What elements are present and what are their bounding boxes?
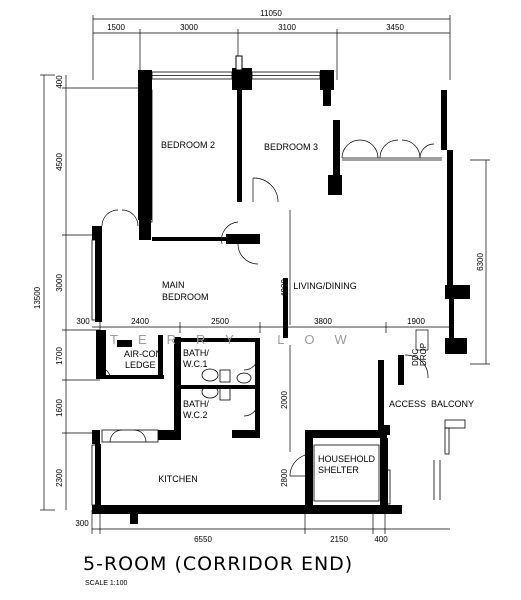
dim-left-2: 4500 [55, 153, 64, 171]
dim-left-5: 1600 [55, 399, 64, 417]
dim-mid-3: 2500 [211, 317, 229, 326]
dim-overall-height: 13500 [33, 286, 42, 309]
room-bedroom-2: BEDROOM 2 [161, 140, 215, 150]
dim-bottom-4: 400 [374, 535, 388, 544]
dim-bottom-2: 6550 [194, 535, 212, 544]
room-living-dining: LIVING/DINING [293, 281, 357, 291]
dim-bottom-1: 300 [75, 519, 89, 528]
room-aircon-ledge-1: AIR-CON [124, 349, 162, 359]
dim-left-4: 1700 [55, 347, 64, 365]
dim-mid-4: 3800 [314, 317, 332, 326]
room-ddc-drop-1: DDC [411, 348, 420, 366]
dim-mid-2: 2400 [131, 317, 149, 326]
room-access: ACCESS [389, 399, 426, 409]
dim-left-1: 400 [55, 75, 64, 89]
dim-overall-width: 11050 [260, 9, 282, 18]
dim-shelter: 2800 [280, 469, 289, 487]
room-labels: BEDROOM 2 BEDROOM 3 MAIN BEDROOM LIVING/… [124, 140, 474, 484]
windows [91, 71, 442, 506]
room-household-shelter-1: HOUSEHOLD [318, 454, 376, 464]
fixtures [201, 368, 466, 505]
dim-living-height: 4900 [280, 279, 289, 297]
dim-bottom-3: 2150 [330, 535, 348, 544]
room-main-bedroom-1: MAIN [162, 280, 185, 290]
dim-top-4: 3450 [386, 23, 404, 32]
dimension-labels: 11050 1500 3000 3100 3450 300 2400 2500 … [33, 9, 485, 544]
plan-scale: SCALE 1:100 [85, 580, 128, 587]
room-bath-1-line-1: BATH/ [183, 348, 209, 358]
room-main-bedroom-2: BEDROOM [162, 292, 209, 302]
dim-right: 6300 [476, 253, 485, 271]
room-ddc-drop-2: DROP [419, 343, 428, 366]
room-bedroom-3: BEDROOM 3 [264, 142, 318, 152]
room-bath-1-line-2: W.C.1 [183, 359, 208, 369]
plan-title: 5-ROOM (CORRIDOR END) [83, 553, 354, 575]
dim-top-1: 1500 [107, 23, 125, 32]
dim-left-6: 2300 [55, 469, 64, 487]
watermark-text: TERRY LOW [110, 332, 367, 347]
dim-mid-5: 1900 [407, 317, 425, 326]
doors [99, 139, 435, 477]
room-household-shelter-2: SHELTER [318, 465, 359, 475]
dim-mid-1: 300 [76, 317, 90, 326]
room-kitchen: KITCHEN [158, 474, 198, 484]
dimension-lines [40, 15, 490, 534]
dim-top-2: 3000 [180, 23, 198, 32]
dim-left-3: 3000 [55, 274, 64, 292]
room-bath-2-line-2: W.C.2 [183, 410, 208, 420]
dim-corridor: 2000 [280, 391, 289, 409]
room-balcony: BALCONY [431, 399, 474, 409]
floor-plan: 11050 1500 3000 3100 3450 300 2400 2500 … [33, 9, 490, 544]
dim-top-3: 3100 [278, 23, 296, 32]
room-bath-2-line-1: BATH/ [183, 399, 209, 409]
room-aircon-ledge-2: LEDGE [125, 360, 156, 370]
